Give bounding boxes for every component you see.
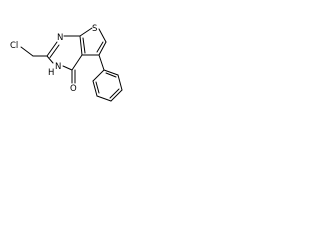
phenyl-double-2	[109, 88, 120, 99]
atom-label-o: O	[70, 84, 77, 94]
bond-c4a-c7a-double	[82, 37, 86, 54]
atom-label-n3: N	[55, 62, 61, 72]
bond-lines	[20, 27, 107, 84]
bond-c6-c5-double	[96, 41, 104, 53]
phenyl-bond-3	[110, 89, 123, 102]
phenyl-bond-5	[92, 80, 98, 97]
atom-label-s: S	[92, 24, 97, 34]
atom-label-n1: N	[57, 33, 63, 43]
phenyl-double-1	[105, 72, 117, 78]
bond-cl-ch2	[20, 46, 34, 57]
bond-c4a-c4	[71, 54, 83, 71]
molecular-structure: Cl N S N H O	[10, 24, 123, 102]
atom-label-h: H	[48, 68, 54, 78]
phenyl-bond-1	[103, 69, 119, 76]
bond-c7a-s	[79, 27, 93, 37]
bond-c2-n1	[46, 41, 58, 57]
bond-s-c6	[98, 28, 107, 43]
bond-c2-n1-double	[49, 44, 60, 58]
phenyl-bond-4	[96, 95, 112, 102]
phenyl-bond-6	[92, 69, 105, 82]
atom-label-cl: Cl	[10, 41, 18, 51]
phenyl-ring	[92, 69, 123, 102]
bond-n3-c2	[46, 55, 54, 64]
bond-c6-c5	[98, 41, 107, 56]
phenyl-double-3	[95, 81, 100, 94]
bond-c4-n3	[62, 65, 73, 71]
phenyl-bond-2	[117, 74, 123, 91]
bond-c4a-c7a	[79, 35, 83, 56]
bond-c5-phenyl	[98, 54, 105, 71]
